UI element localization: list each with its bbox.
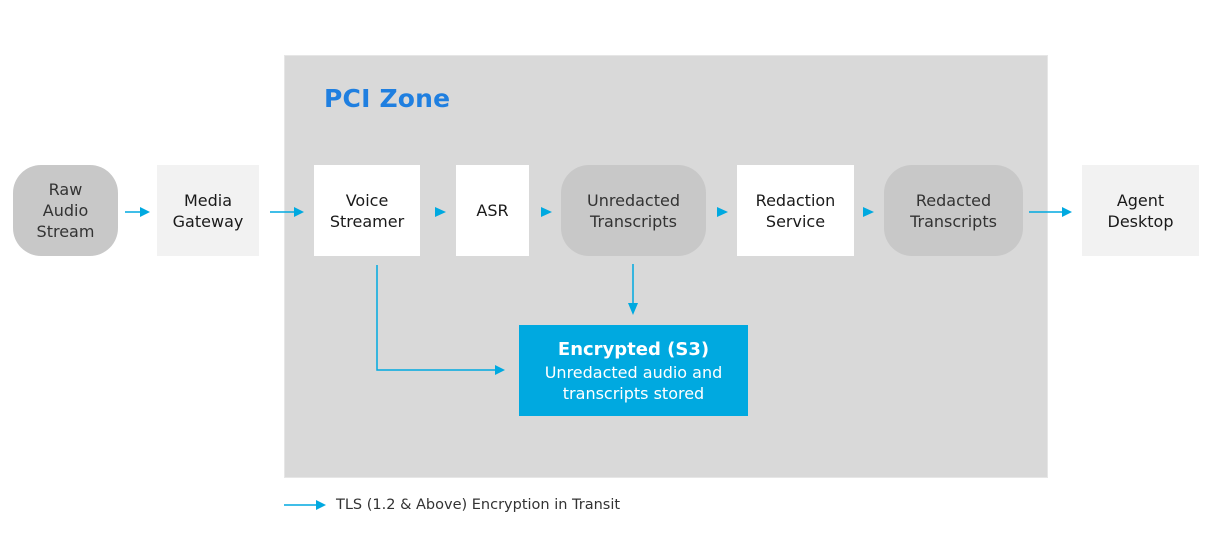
arrow-streamer-to-asr <box>435 207 446 217</box>
unredacted-transcripts-node: Unredacted Transcripts <box>561 165 706 256</box>
storage-subtitle: Unredacted audio and transcripts stored <box>544 362 723 403</box>
redacted-transcripts-label: Redacted Transcripts <box>910 190 997 231</box>
legend-arrow-icon <box>284 500 326 510</box>
arrow-redacted-to-agent <box>1029 207 1072 217</box>
arrow-gateway-to-streamer <box>270 207 304 217</box>
encrypted-s3-storage-node: Encrypted (S3) Unredacted audio and tran… <box>519 325 748 416</box>
asr-label: ASR <box>476 201 509 220</box>
redaction-service-node: Redaction Service <box>737 165 854 256</box>
arrow-unredacted-to-storage <box>628 264 638 315</box>
asr-node: ASR <box>456 165 529 256</box>
voice-streamer-node: Voice Streamer <box>314 165 420 256</box>
pci-zone-title: PCI Zone <box>324 84 451 113</box>
storage-title: Encrypted (S3) <box>557 338 710 360</box>
media-gateway-node: Media Gateway <box>157 165 259 256</box>
media-gateway-label: Media Gateway <box>172 190 244 231</box>
agent-desktop-node: Agent Desktop <box>1082 165 1199 256</box>
arrow-raw-to-gateway <box>125 207 150 217</box>
redacted-transcripts-node: Redacted Transcripts <box>884 165 1023 256</box>
arrow-redaction-to-redacted <box>863 207 874 217</box>
arrow-streamer-to-storage <box>376 265 505 375</box>
legend-label: TLS (1.2 & Above) Encryption in Transit <box>336 497 621 513</box>
agent-desktop-label: Agent Desktop <box>1107 190 1174 231</box>
raw-audio-stream-node: Raw Audio Stream <box>13 165 118 256</box>
redaction-service-label: Redaction Service <box>755 190 836 231</box>
arrow-unredacted-to-redaction <box>717 207 728 217</box>
raw-audio-stream-label: Raw Audio Stream <box>36 180 95 241</box>
voice-streamer-label: Voice Streamer <box>329 190 405 231</box>
arrow-asr-to-unredacted <box>541 207 552 217</box>
legend: TLS (1.2 & Above) Encryption in Transit <box>284 497 620 513</box>
unredacted-transcripts-label: Unredacted Transcripts <box>587 190 680 231</box>
